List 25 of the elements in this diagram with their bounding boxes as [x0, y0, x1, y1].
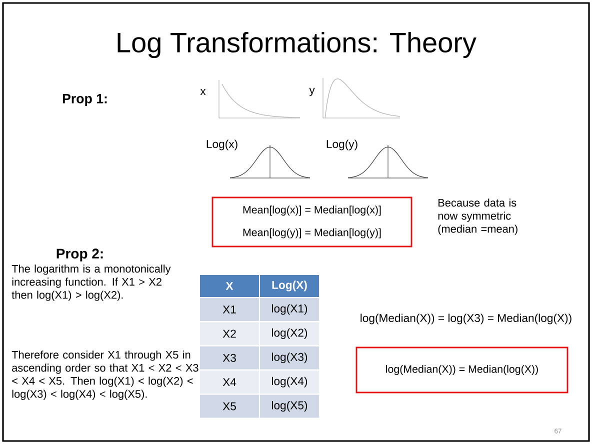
- table-cell: log(X4): [260, 370, 319, 394]
- table-cell: log(X5): [260, 394, 319, 418]
- axis-label: x: [200, 89, 206, 95]
- table-cell: X5: [200, 394, 259, 418]
- highlight-box: Mean[log(x)] = Median[log(x)] Mean[log(y)] = Median[log(y)]: [212, 196, 412, 248]
- highlight-box: log(Median(X)) = Median(log(X)): [356, 346, 568, 394]
- heading: Prop 2:: [56, 248, 103, 262]
- table-cell: log(X3): [260, 346, 319, 370]
- body-text: Because data is now symmetric (median =mean): [438, 198, 518, 235]
- table-cell: X4: [200, 370, 259, 394]
- table-cell: log(X1): [260, 298, 319, 321]
- axis-label: Log(x): [206, 140, 238, 150]
- axis-label: Log(y): [326, 140, 358, 150]
- slide-title: Log Transformations: Theory: [118, 32, 476, 58]
- table-cell: X2: [200, 322, 259, 346]
- body-text: log(Median(X)) = log(X3) = Median(log(X)): [360, 314, 572, 324]
- axis-label: y: [309, 88, 315, 96]
- table-header-cell: Log(X): [260, 275, 319, 297]
- table-header-cell: X: [200, 275, 259, 297]
- table-cell: X3: [200, 346, 259, 370]
- body-text: Therefore consider X1 through X5 in ascending order so that X1 < X2 < X3 < X4 < X5. Then log(X1) < log(X2) < log(X3) < log(X4) < log(X5).: [12, 350, 198, 400]
- heading: Prop 1:: [62, 94, 107, 106]
- table-cell: X1: [200, 298, 259, 321]
- table-cell: log(X2): [260, 322, 319, 346]
- body-text: The logarithm is a monotonically increasing function. If X1 > X2 then log(X1) > log(X2).: [12, 264, 171, 301]
